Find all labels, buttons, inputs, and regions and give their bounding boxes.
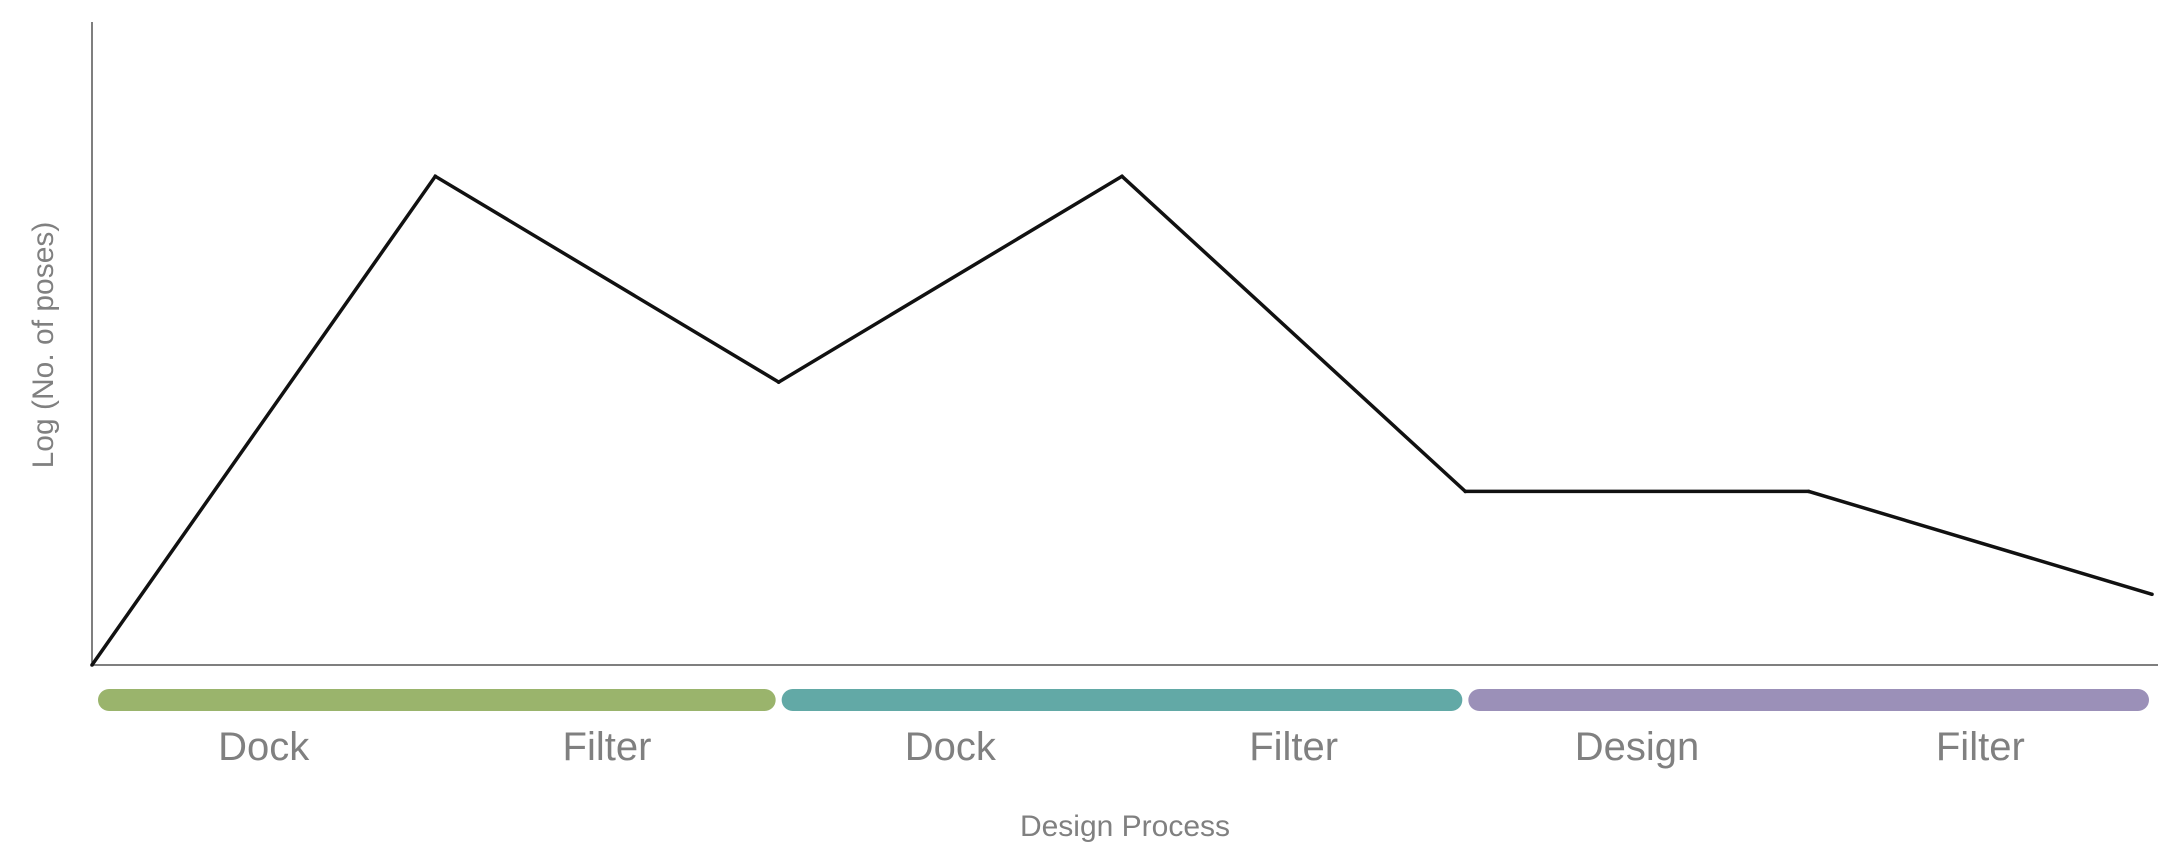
stage-label: Dock bbox=[905, 725, 997, 769]
series-point bbox=[1806, 489, 1811, 494]
phase-bar bbox=[98, 689, 776, 711]
stage-label: Filter bbox=[563, 725, 652, 769]
series-point bbox=[1463, 489, 1468, 494]
series-point bbox=[90, 663, 94, 667]
phase-bar bbox=[1468, 689, 2149, 711]
phase-bars bbox=[98, 689, 2149, 711]
stage-label: Dock bbox=[218, 725, 310, 769]
series-point bbox=[1120, 174, 1124, 179]
series-point bbox=[433, 174, 438, 179]
stage-label: Filter bbox=[1249, 725, 1338, 769]
series-point bbox=[776, 380, 781, 384]
y-axis-title: Log (No. of poses) bbox=[27, 222, 60, 469]
stage-labels: Dock Filter Dock Filter Design Filter bbox=[218, 725, 2025, 769]
phase-bar bbox=[781, 689, 1463, 711]
series-point bbox=[2150, 592, 2154, 597]
series-line bbox=[90, 173, 2153, 667]
x-axis-title: Design Process bbox=[1020, 810, 1230, 843]
stage-label: Filter bbox=[1936, 725, 2025, 769]
stage-label: Design bbox=[1575, 725, 1700, 769]
